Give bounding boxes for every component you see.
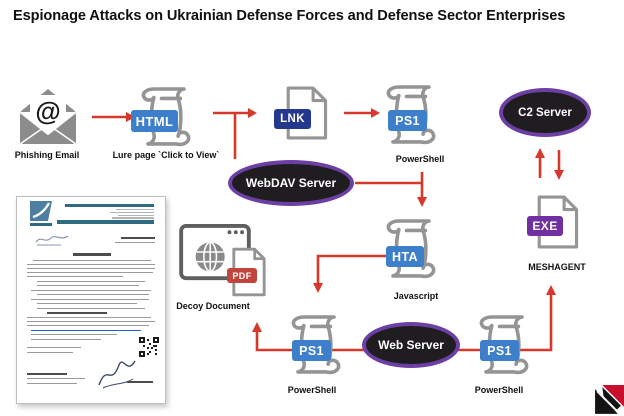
webdav-server-ellipse: WebDAV Server: [228, 160, 354, 206]
decoy-document-node: [179, 224, 251, 287]
lure-page-label: Lure page `Click to View`: [112, 150, 220, 160]
browser-globe-icon: [179, 224, 251, 281]
web-server-label: Web Server: [378, 338, 444, 352]
handwritten-mark: [35, 235, 69, 246]
hta-badge: HTA: [386, 246, 424, 267]
phishing-email-label: Phishing Email: [14, 150, 80, 160]
web-server-ellipse: Web Server: [362, 322, 460, 368]
page-title: Espionage Attacks on Ukrainian Defense F…: [13, 8, 566, 24]
powershell-top-label: PowerShell: [395, 154, 445, 164]
ps1-bottom-right-badge: PS1: [480, 340, 519, 361]
hta-label: Javascript: [393, 291, 439, 301]
letterhead-logo-icon: [30, 201, 52, 221]
meshagent-label: MESHAGENT: [528, 262, 586, 272]
powershell-bottom-right-label: PowerShell: [474, 385, 524, 395]
c2-server-label: C2 Server: [518, 106, 572, 119]
at-symbol: @: [35, 96, 60, 126]
c2-server-ellipse: C2 Server: [499, 88, 591, 137]
ps1-bottom-left-badge: PS1: [292, 340, 331, 361]
html-badge: HTML: [131, 110, 178, 132]
webdav-server-label: WebDAV Server: [245, 176, 337, 190]
ps1-top-badge: PS1: [388, 110, 427, 131]
corner-logo: [593, 385, 624, 416]
open-envelope-icon: @: [19, 89, 77, 145]
lnk-badge: LNK: [274, 109, 311, 129]
decoy-document-label: Decoy Document: [176, 301, 250, 311]
powershell-bottom-left-label: PowerShell: [287, 385, 337, 395]
decoy-letter-preview: [16, 196, 166, 404]
exe-badge: EXE: [527, 216, 563, 236]
pdf-badge: PDF: [227, 268, 257, 283]
qr-code: [139, 337, 159, 357]
phishing-email-node: @: [17, 86, 79, 151]
signature-scribble: [98, 360, 136, 389]
